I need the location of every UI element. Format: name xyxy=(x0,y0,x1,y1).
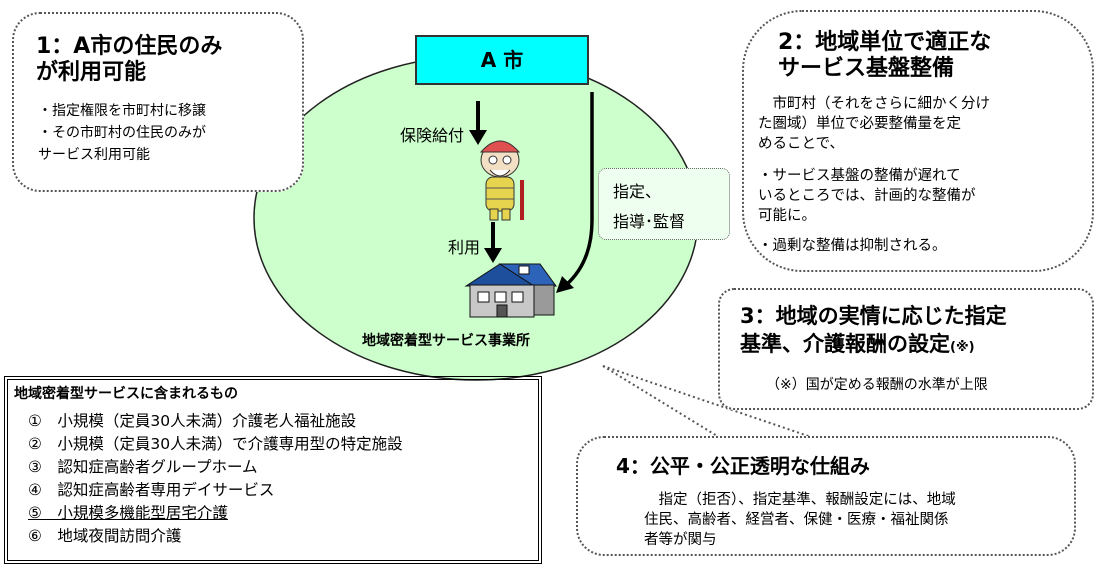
house-icon xyxy=(464,263,557,318)
city-box: A 市 xyxy=(415,35,589,85)
box4-title: 4：公平・公正透明な仕組み xyxy=(616,454,870,478)
box3-note: （※）国が定める報酬の水準が上限 xyxy=(766,377,988,393)
city-label: A 市 xyxy=(480,48,524,72)
service-item: ② 小規模（定員30人未満）で介護専用型の特定施設 xyxy=(28,435,403,453)
service-item: ④ 認知症高齢者専用デイサービス xyxy=(28,481,275,499)
box2-bullet1-line: 可能に。 xyxy=(758,208,816,224)
service-item: ⑤ 小規模多機能型居宅介護 xyxy=(28,504,228,522)
box1-line: サービス利用可能 xyxy=(38,147,150,163)
box1-title-line2: が利用可能 xyxy=(36,60,147,86)
box-local-standards: 3：地域の実情に応じた指定 基準、介護報酬の設定(※) （※）国が定める報酬の水… xyxy=(718,288,1094,410)
box2-bullet1-line: ・サービス基盤の整備が遅れて xyxy=(758,168,961,184)
box-resident-only: 1：A市の住民のみ が利用可能 ・指定権限を市町村に移譲 ・その市町村の住民のみ… xyxy=(12,12,304,192)
insurance-label: 保険給付 xyxy=(400,126,465,145)
services-list-box: 地域密着型サービスに含まれるもの ① 小規模（定員30人未満）介護老人福祉施設 … xyxy=(4,376,542,564)
box4-line: 住民、高齢者、経営者、保健・医療・福祉関係 xyxy=(644,512,949,528)
box1-title-line1: 1：A市の住民のみ xyxy=(36,34,223,59)
box3-title-line1: 3：地域の実情に応じた指定 xyxy=(740,304,1007,328)
box2-title-line2: サービス基盤整備 xyxy=(778,56,955,82)
box1-line: ・その市町村の住民のみが xyxy=(38,125,206,141)
service-item: ③ 認知症高齢者グループホーム xyxy=(28,458,258,476)
box3-title-mark: (※) xyxy=(950,340,975,355)
box2-para-line: た圏域）単位で必要整備量を定 xyxy=(758,116,961,132)
designation-label: 指定、 xyxy=(613,182,662,201)
box-area-infrastructure: 2：地域単位で適正な サービス基盤整備 市町村（それをさらに細かく分け た圏域）… xyxy=(742,10,1094,272)
box4-line: 者等が関与 xyxy=(644,532,717,548)
service-item: ① 小規模（定員30人未満）介護老人福祉施設 xyxy=(28,412,357,430)
box1-line: ・指定権限を市町村に移譲 xyxy=(38,103,206,119)
box2-title-line1: 2：地域単位で適正な xyxy=(778,30,992,55)
service-item: ⑥ 地域夜間訪問介護 xyxy=(28,527,182,545)
box4-line: 指定（拒否）、指定基準、報酬設定には、地域 xyxy=(644,492,956,508)
box-fair-transparent: 4：公平・公正透明な仕組み 指定（拒否）、指定基準、報酬設定には、地域 住民、高… xyxy=(576,436,1076,556)
box2-para-line: 市町村（それをさらに細かく分け xyxy=(758,96,990,112)
arrow-down-icon xyxy=(469,130,487,145)
designation-guidance-box: 指定、 指導･監督 xyxy=(598,168,730,240)
guidance-label: 指導･監督 xyxy=(613,212,686,231)
elderly-person-icon xyxy=(479,140,524,221)
box2-bullet2: ・過剰な整備は抑制される。 xyxy=(758,238,947,254)
arrow-down-icon xyxy=(484,248,502,263)
box3-title-line2: 基準、介護報酬の設定 xyxy=(740,332,950,356)
facility-label: 地域密着型サービス事業所 xyxy=(362,333,530,349)
curved-arrow-icon xyxy=(556,276,574,293)
use-label: 利用 xyxy=(448,238,481,257)
services-heading: 地域密着型サービスに含まれるもの xyxy=(14,386,238,402)
box2-bullet1-line: いるところでは、計画的な整備が xyxy=(758,188,976,204)
box2-para-line: めることで、 xyxy=(758,136,844,152)
